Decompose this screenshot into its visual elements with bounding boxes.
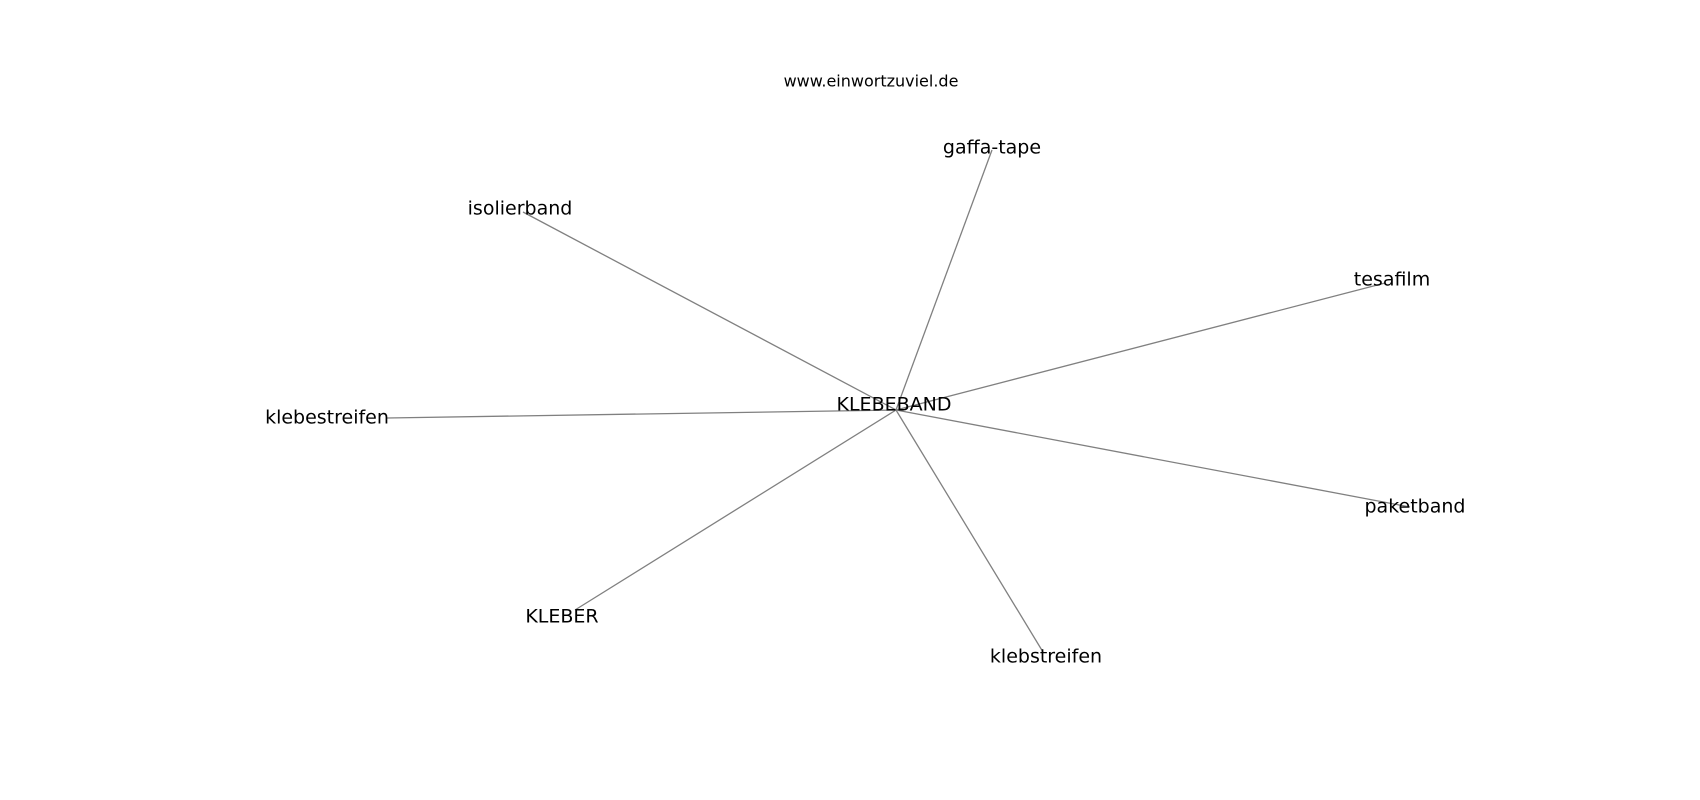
node-label-paketband: paketband — [1365, 496, 1466, 518]
site-title: www.einwortzuviel.de — [784, 72, 959, 91]
node-label-gaffa-tape: gaffa-tape — [943, 137, 1041, 159]
edge-klebeband-paketband — [895, 409, 1411, 508]
edge-klebeband-kleber — [574, 409, 897, 611]
node-label-klebestreifen: klebestreifen — [265, 407, 389, 429]
node-label-klebstreifen: klebstreifen — [990, 646, 1102, 668]
node-label-isolierband: isolierband — [468, 198, 573, 220]
edge-klebeband-gaffa-tape — [895, 149, 993, 411]
node-label-klebeband: KLEBEBAND — [837, 394, 952, 416]
node-label-tesafilm: tesafilm — [1354, 269, 1430, 291]
edge-klebeband-klebstreifen — [895, 409, 1044, 653]
edge-klebeband-isolierband — [522, 211, 897, 411]
nodes: KLEBEBAND gaffa-tape isolierband tesafilm kl… — [265, 137, 1465, 668]
edges — [386, 149, 1411, 653]
edge-klebeband-tesafilm — [895, 282, 1386, 411]
edge-klebeband-klebestreifen — [386, 409, 897, 419]
node-label-kleber: KLEBER — [525, 606, 598, 628]
